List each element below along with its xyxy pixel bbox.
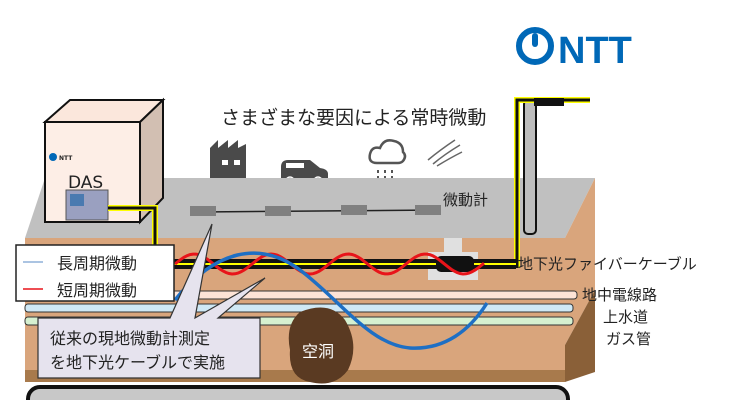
fiber-closure [436, 256, 474, 272]
sensor [415, 205, 441, 215]
ntt-logo: NTT [516, 27, 632, 72]
ntt-logo-text: NTT [558, 30, 632, 72]
short-period-wave [174, 252, 485, 276]
sensor [265, 206, 291, 216]
soil-side-upper [565, 178, 595, 345]
ground-surface [25, 178, 595, 238]
legend: 長周期微動 短周期微動 [15, 244, 175, 302]
sensor-row [190, 205, 441, 216]
water-pipe [24, 303, 574, 313]
factory-icon [210, 140, 246, 178]
das-badge: NTT [59, 155, 73, 162]
cavity-label: 空洞 [302, 342, 334, 361]
utility-pole [523, 99, 537, 235]
long-period-wave [173, 251, 489, 350]
das-unit: NTT DAS [42, 97, 166, 265]
sensor-label: 微動計 [443, 191, 488, 209]
wind-icon [427, 139, 463, 167]
label-fiber: 地下光ファイバーケーブル [518, 255, 697, 273]
fiber-vertical [515, 98, 590, 268]
sewer-pipe [26, 385, 570, 400]
rain-cloud-icon [368, 139, 407, 179]
title: さまざまな要因による常時微動 [221, 106, 486, 129]
label-gas: ガス管 [606, 330, 651, 348]
soil-side-lower [565, 290, 595, 382]
callout-line2: を地下光ケーブルで実施 [50, 353, 225, 372]
das-label: DAS [68, 173, 103, 193]
legend-long: 長周期微動 [57, 254, 137, 273]
cavity [288, 307, 354, 384]
label-water: 上水道 [603, 308, 648, 326]
callout: 従来の現地微動計測定 を地下光ケーブルで実施 [37, 223, 266, 379]
label-power: 地中電線路 [582, 286, 657, 304]
legend-short: 短周期微動 [57, 281, 137, 300]
callout-line1: 従来の現地微動計測定 [50, 329, 210, 348]
sensor [341, 205, 367, 215]
sensor [190, 206, 216, 216]
